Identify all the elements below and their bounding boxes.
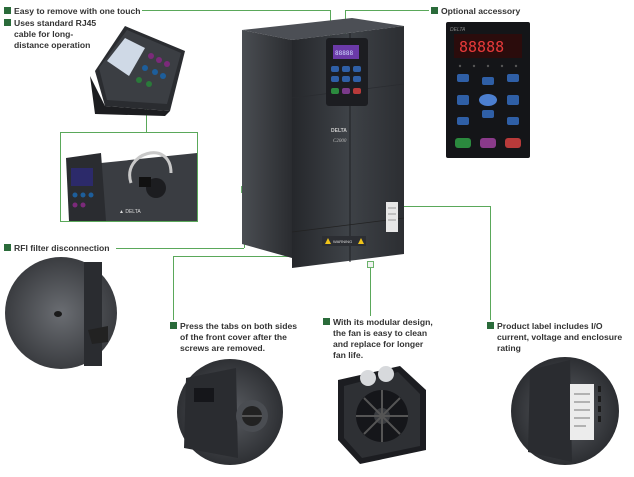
warning-text: WARNING xyxy=(333,239,352,244)
callout-fan-line4: fan life. xyxy=(333,350,364,360)
callout-press-tabs-line3: screws are removed. xyxy=(180,343,266,353)
callout-optional-accessory: Optional accessory xyxy=(441,6,521,16)
callout-label-line2: current, voltage and enclosure xyxy=(497,332,623,342)
keypad-removal-photo xyxy=(90,26,185,116)
bullet-square-icon xyxy=(4,244,11,251)
product-label-photo xyxy=(511,357,619,465)
callout-rj45-line2: cable for long- xyxy=(14,29,74,39)
rfi-filter-detail-photo xyxy=(5,257,117,369)
keypad-led-display: 88888 xyxy=(459,38,504,56)
bullet-square-icon xyxy=(4,7,11,14)
connector-line xyxy=(173,256,335,257)
bullet-square-icon xyxy=(170,322,177,329)
callout-rj45-line3: distance operation xyxy=(14,40,91,50)
callout-fan-line1: With its modular design, xyxy=(333,317,433,327)
callout-rj45-line1: Uses standard RJ45 xyxy=(14,18,97,28)
connector-line xyxy=(116,248,244,249)
callout-label-line3: rating xyxy=(497,343,521,353)
connector-dot xyxy=(367,261,374,268)
svg-text:88888: 88888 xyxy=(335,50,353,57)
callout-press-tabs-line1: Press the tabs on both sides xyxy=(180,321,297,331)
cooling-fan-photo xyxy=(338,366,426,464)
optional-keypad: DELTA 88888 xyxy=(446,22,530,158)
bullet-square-icon xyxy=(323,318,330,325)
callout-rfi-filter: RFI filter disconnection xyxy=(14,243,110,253)
ac-drive-unit: 88888 DELTA C2000 WARNING xyxy=(242,18,405,268)
rj45-cable-photo: ▲ DELTA xyxy=(66,151,197,221)
bullet-square-icon xyxy=(4,19,11,26)
callout-fan-line2: the fan is easy to clean xyxy=(333,328,428,338)
connector-line xyxy=(173,256,174,320)
connector-line xyxy=(490,206,491,320)
callout-fan-line3: and replace for longer xyxy=(333,339,424,349)
rj45-detail-frame: ▲ DELTA xyxy=(60,132,198,222)
callout-label-line1: Product label includes I/O xyxy=(497,321,603,331)
bullet-square-icon xyxy=(431,7,438,14)
bullet-square-icon xyxy=(487,322,494,329)
connector-line xyxy=(396,206,490,207)
connector-line xyxy=(142,10,330,11)
connector-line xyxy=(345,10,429,11)
front-cover-tabs-photo xyxy=(177,359,283,465)
callout-press-tabs-line2: of the front cover after the xyxy=(180,332,287,342)
callout-easy-remove: Easy to remove with one touch xyxy=(14,6,141,16)
connector-line xyxy=(370,264,371,316)
svg-text:▲ DELTA: ▲ DELTA xyxy=(119,209,141,215)
keypad-brand-text: DELTA xyxy=(450,27,466,33)
drive-brand-text: DELTA xyxy=(331,128,347,134)
drive-model-text: C2000 xyxy=(333,139,347,144)
